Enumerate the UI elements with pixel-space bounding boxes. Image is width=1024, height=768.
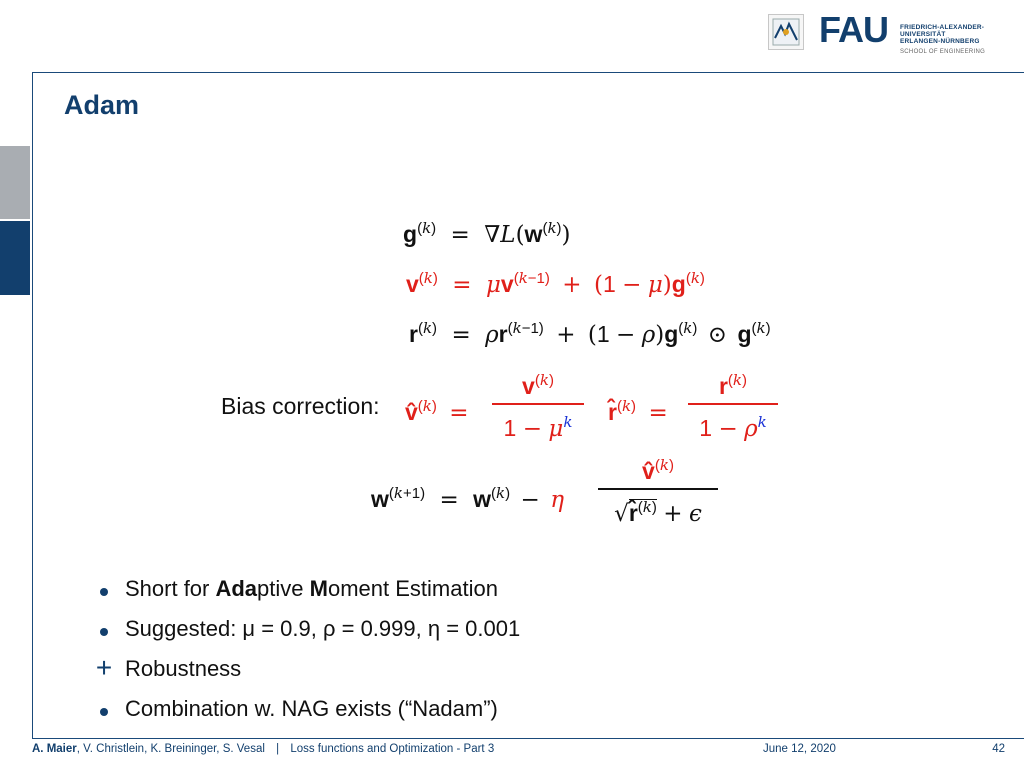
logo-line-1: FRIEDRICH-ALEXANDER- [900,24,985,31]
equation-update-lhs: w(k+1) = w(k) − η [371,484,564,513]
footer-author-main: A. Maier [32,743,77,755]
bullet-text: Robustness [125,656,242,681]
slide-title: Adam [64,90,140,120]
side-tab-grey [0,146,30,219]
logo-line-3: ERLANGEN-NÜRNBERG [900,38,980,45]
bullet-text: Suggested: μ = 0.9, ρ = 0.999, η = 0.001 [125,616,521,641]
footer-lecture-title: Loss functions and Optimization - Part 3 [290,743,495,755]
v-hat-fraction: v(k) 1 − μk [492,366,584,443]
bullet-text: Short for Adaptive Moment Estimation [125,576,498,601]
bullet-text: Combination w. NAG exists (“Nadam”) [125,696,498,721]
bullet-dot-icon [94,574,114,604]
equation-gradient: g(k) = ∇L(w(k)) [403,219,571,248]
footer-authors: A. Maier, V. Christlein, K. Breininger, … [32,743,494,755]
footer-date: June 12, 2020 [763,743,836,755]
fau-university-name: FRIEDRICH-ALEXANDER- UNIVERSITÄT ERLANGE… [900,24,984,45]
equation-second-moment: r(k) = ρr(k−1) + (1 − ρ)g(k) ⊙ g(k) [409,319,771,348]
lab-logo-icon [768,14,804,50]
r-hat-fraction: r(k) 1 − ρk [688,366,778,443]
update-fraction: v̂(k) √r̂(k) + ϵ [598,451,718,528]
equation-first-moment: v(k) = μv(k−1) + (1 − μ)g(k) [406,269,705,298]
logo-line-2: UNIVERSITÄT [900,31,946,38]
v-hat-lhs: v̂(k) = [405,397,469,426]
fau-wordmark: FAU [819,9,889,50]
plus-icon: + [95,652,113,683]
bullet-dot-icon [94,614,114,644]
fau-school: SCHOOL OF ENGINEERING [900,49,986,55]
footer-separator: | [276,743,280,755]
side-tab-blue [0,221,30,295]
slide-frame [32,72,1024,739]
fau-logo: FAU FRIEDRICH-ALEXANDER- UNIVERSITÄT ERL… [768,9,1008,55]
footer-page-number: 42 [992,743,1005,755]
r-hat-lhs: r̂(k) = [608,397,668,426]
bullet-dot-icon [94,694,114,724]
footer-coauthors: , V. Christlein, K. Breininger, S. Vesal [76,743,265,755]
bias-correction-label: Bias correction: [221,393,380,419]
